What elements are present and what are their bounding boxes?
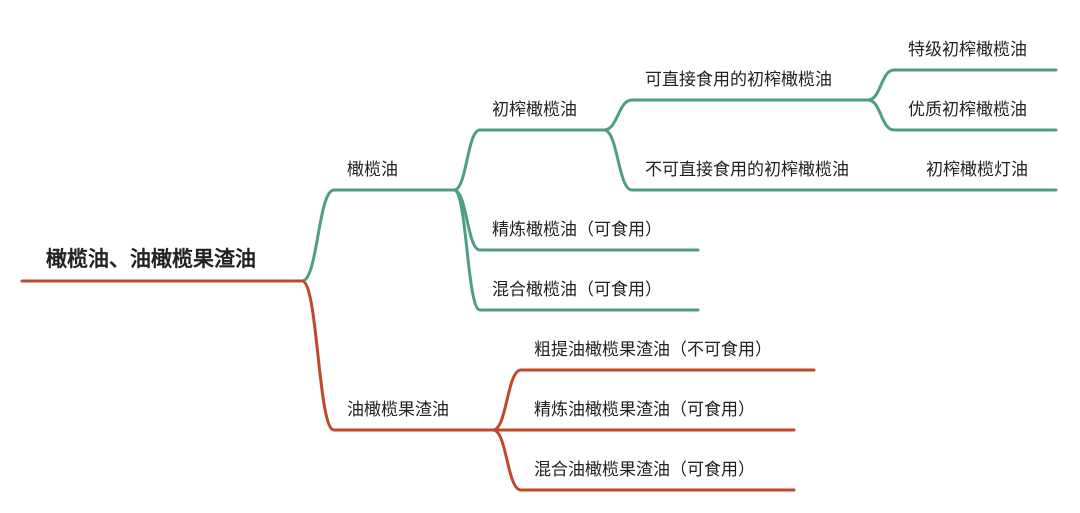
node-lampante-virgin-olive-oil: 初榨橄榄灯油 (926, 160, 1028, 180)
node-virgin-olive-oil: 初榨橄榄油 (492, 100, 577, 120)
node-fine-virgin-olive-oil: 优质初榨橄榄油 (908, 100, 1027, 120)
connector-edible-extra-virgin (866, 68, 1058, 102)
connector-olive-virgin (452, 128, 606, 192)
connector-virgin-non-edible (602, 128, 1058, 192)
node-pomace-oil: 油橄榄果渣油 (347, 400, 449, 420)
connector-olive-blended (452, 188, 700, 312)
node-refined-pomace-oil: 精炼油橄榄果渣油（可食用） (534, 400, 755, 420)
node-refined-olive-oil: 精炼橄榄油（可食用） (492, 220, 662, 240)
connector-virgin-edible (602, 98, 870, 132)
node-non-edible-virgin-olive-oil: 不可直接食用的初榨橄榄油 (645, 160, 849, 180)
connector-root-olive-oil (300, 188, 456, 283)
connector-pomace-crude (491, 368, 816, 432)
node-extra-virgin-olive-oil: 特级初榨橄榄油 (908, 40, 1027, 60)
connector-root-pomace-oil (300, 279, 495, 432)
node-blended-pomace-oil: 混合油橄榄果渣油（可食用） (534, 460, 755, 480)
node-crude-pomace-oil: 粗提油橄榄果渣油（不可食用） (534, 340, 772, 360)
connector-pomace-blended (491, 428, 796, 492)
root-node-label: 橄榄油、油橄榄果渣油 (46, 247, 256, 271)
connector-edible-fine-virgin (866, 98, 1058, 132)
node-blended-olive-oil: 混合橄榄油（可食用） (492, 280, 662, 300)
node-edible-virgin-olive-oil: 可直接食用的初榨橄榄油 (645, 70, 832, 90)
node-olive-oil: 橄榄油 (347, 160, 398, 180)
